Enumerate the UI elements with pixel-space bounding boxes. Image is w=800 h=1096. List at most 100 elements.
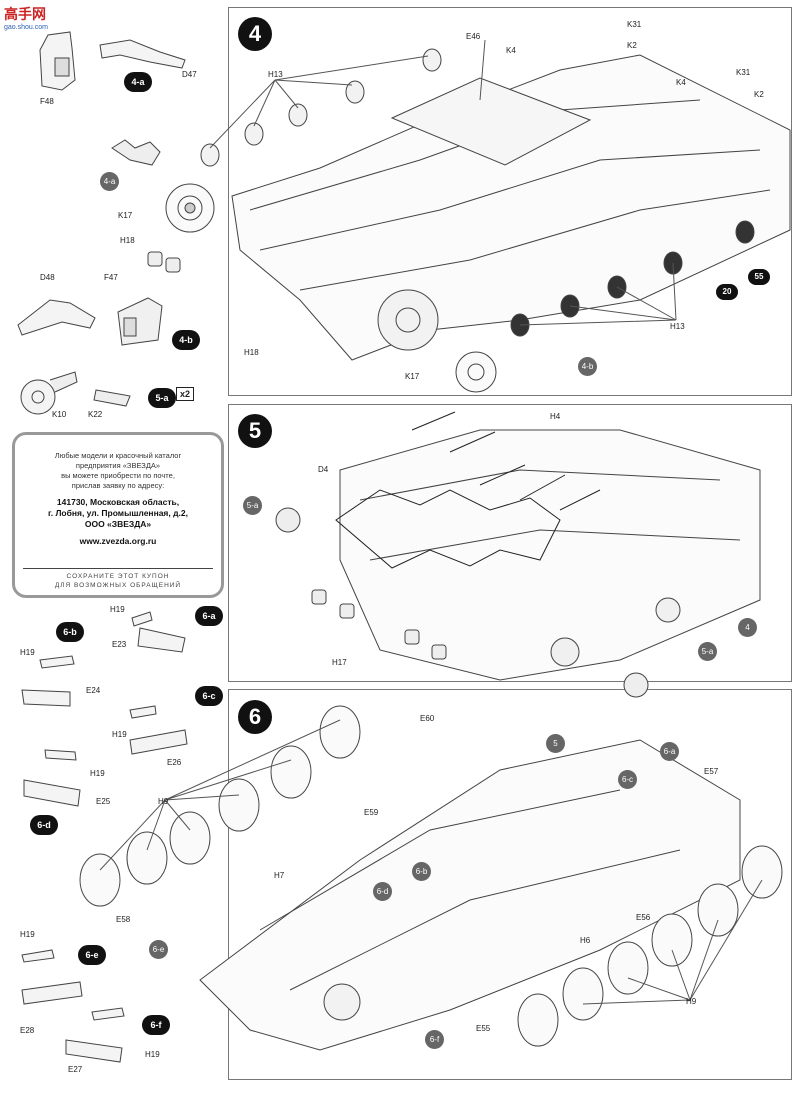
- coupon-url: www.zvezda.org.ru: [79, 536, 157, 546]
- ref-badge-5a-right: 5-a: [698, 642, 717, 661]
- step5-d4-track-guide: [335, 489, 561, 569]
- watermark-url: gao.shou.com: [4, 24, 48, 31]
- ref-badge-5a-left: 5-a: [243, 496, 262, 515]
- label-h19-6c: H19: [112, 730, 127, 739]
- step-number-6: 6: [238, 700, 272, 734]
- assembly-6c-drawing: [129, 705, 188, 755]
- assembly-6d-drawing: [23, 749, 81, 807]
- ref-badge-4a: 4-a: [100, 172, 119, 191]
- label-h9-right: H9: [686, 997, 697, 1006]
- coupon-footer-2: ДЛЯ ВОЗМОЖНЫХ ОБРАЩЕНИЙ: [54, 582, 182, 589]
- label-h19-6e: H19: [20, 930, 35, 939]
- step4-leader-lines: [209, 39, 677, 326]
- watermark-title: 高手网: [4, 6, 46, 22]
- label-k31-top: K31: [627, 20, 642, 29]
- label-e59: E59: [364, 808, 379, 817]
- step5-hull-drawing: [339, 429, 761, 681]
- badge-4a: 4-a: [124, 72, 152, 92]
- ref-badge-6b: 6-b: [412, 862, 431, 881]
- label-h13-top: H13: [268, 70, 283, 79]
- badge-6c: 6-c: [195, 686, 223, 706]
- paint-ref-55: 55: [748, 269, 770, 285]
- coupon-line-1: Любые модели и красочный каталог: [54, 451, 182, 460]
- label-k31-right: K31: [736, 68, 751, 77]
- step6-road-wheels-drawing: [79, 705, 783, 1047]
- label-k2-right: K2: [754, 90, 764, 99]
- part-f47-drawing: [117, 297, 163, 346]
- ref-badge-step4: 4: [738, 618, 757, 637]
- label-h4: H4: [550, 412, 561, 421]
- label-k2-top: K2: [627, 41, 637, 50]
- step-number-5: 5: [238, 414, 272, 448]
- label-k17-step4: K17: [405, 372, 420, 381]
- label-e60: E60: [420, 714, 435, 723]
- badge-6a: 6-a: [195, 606, 223, 626]
- coupon-line-2: предприятия «ЗВЕЗДА»: [75, 461, 161, 470]
- badge-6e: 6-e: [78, 945, 106, 965]
- part-h18-drawing: [147, 251, 181, 273]
- label-k17-left: K17: [118, 211, 133, 220]
- label-e28: E28: [20, 1026, 35, 1035]
- coupon-address-3: ООО «ЗВЕЗДА»: [84, 519, 152, 529]
- label-e58: E58: [116, 915, 131, 924]
- label-h17: H17: [332, 658, 347, 667]
- ref-badge-4b-step4: 4-b: [578, 357, 597, 376]
- label-h13-bottom: H13: [670, 322, 685, 331]
- ref-badge-6f: 6-f: [425, 1030, 444, 1049]
- label-d4: D4: [318, 465, 329, 474]
- coupon-line-3: вы можете приобрести по почте,: [61, 471, 175, 480]
- label-h19-6d: H19: [90, 769, 105, 778]
- label-h19-6f: H19: [145, 1050, 160, 1059]
- ref-badge-step5: 5: [546, 734, 565, 753]
- coupon-address-2: г. Лобня, ул. Промышленная, д.2,: [48, 508, 188, 518]
- label-k10: K10: [52, 410, 67, 419]
- label-k4-right: K4: [676, 78, 686, 87]
- badge-6f: 6-f: [142, 1015, 170, 1035]
- label-e27: E27: [68, 1065, 83, 1074]
- label-f47: F47: [104, 273, 118, 282]
- ref-badge-6a: 6-a: [660, 742, 679, 761]
- ref-badge-6c: 6-c: [618, 770, 637, 789]
- step5-5a-idlers: [275, 507, 649, 698]
- step5-h17-blocks: [311, 589, 447, 660]
- ref-badge-6d: 6-d: [373, 882, 392, 901]
- label-d48: D48: [40, 273, 55, 282]
- badge-6b: 6-b: [56, 622, 84, 642]
- label-h19-6b: H19: [20, 648, 35, 657]
- badge-6d: 6-d: [30, 815, 58, 835]
- label-e46: E46: [466, 32, 481, 41]
- bracket-4a-drawing: [111, 139, 161, 166]
- step6-leader-lines: [99, 719, 763, 1005]
- label-e23: E23: [112, 640, 127, 649]
- label-e57: E57: [704, 767, 719, 776]
- label-h18-step4: H18: [244, 348, 259, 357]
- label-h6: H6: [580, 936, 591, 945]
- label-h19-6a: H19: [110, 605, 125, 614]
- assembly-6a-drawing: [131, 611, 186, 653]
- badge-5a: 5-a: [148, 388, 176, 408]
- coupon-footer: СОХРАНИТЕ ЭТОТ КУПОН ДЛЯ ВОЗМОЖНЫХ ОБРАЩ…: [15, 572, 221, 590]
- coupon-line-4: прислав заявку по адресу:: [71, 481, 165, 490]
- quantity-x2: x2: [176, 387, 195, 401]
- part-d48-drawing: [17, 299, 96, 336]
- part-k22-drawing: [93, 389, 131, 407]
- coupon-footer-1: СОХРАНИТЕ ЭТОТ КУПОН: [66, 573, 170, 580]
- coupon-address-1: 141730, Московская область,: [56, 497, 180, 507]
- label-e55: E55: [476, 1024, 491, 1033]
- step6-hull-drawing: [199, 739, 741, 1051]
- label-h18-left: H18: [120, 236, 135, 245]
- part-k10-drawing: [20, 371, 78, 415]
- label-k22: K22: [88, 410, 103, 419]
- coupon-divider: [23, 568, 213, 569]
- part-f48-drawing: [39, 31, 76, 91]
- ref-badge-6e: 6-e: [149, 940, 168, 959]
- label-f48: F48: [40, 97, 54, 106]
- step-number-4: 4: [238, 17, 272, 51]
- label-h9-left: H9: [158, 797, 169, 806]
- assembly-6e-drawing: [21, 949, 83, 1005]
- label-k4-top: K4: [506, 46, 516, 55]
- site-watermark: 高手网 gao.shou.com: [4, 4, 48, 31]
- label-h7: H7: [274, 871, 285, 880]
- label-e24: E24: [86, 686, 101, 695]
- step4-hull-drawing: [231, 54, 791, 393]
